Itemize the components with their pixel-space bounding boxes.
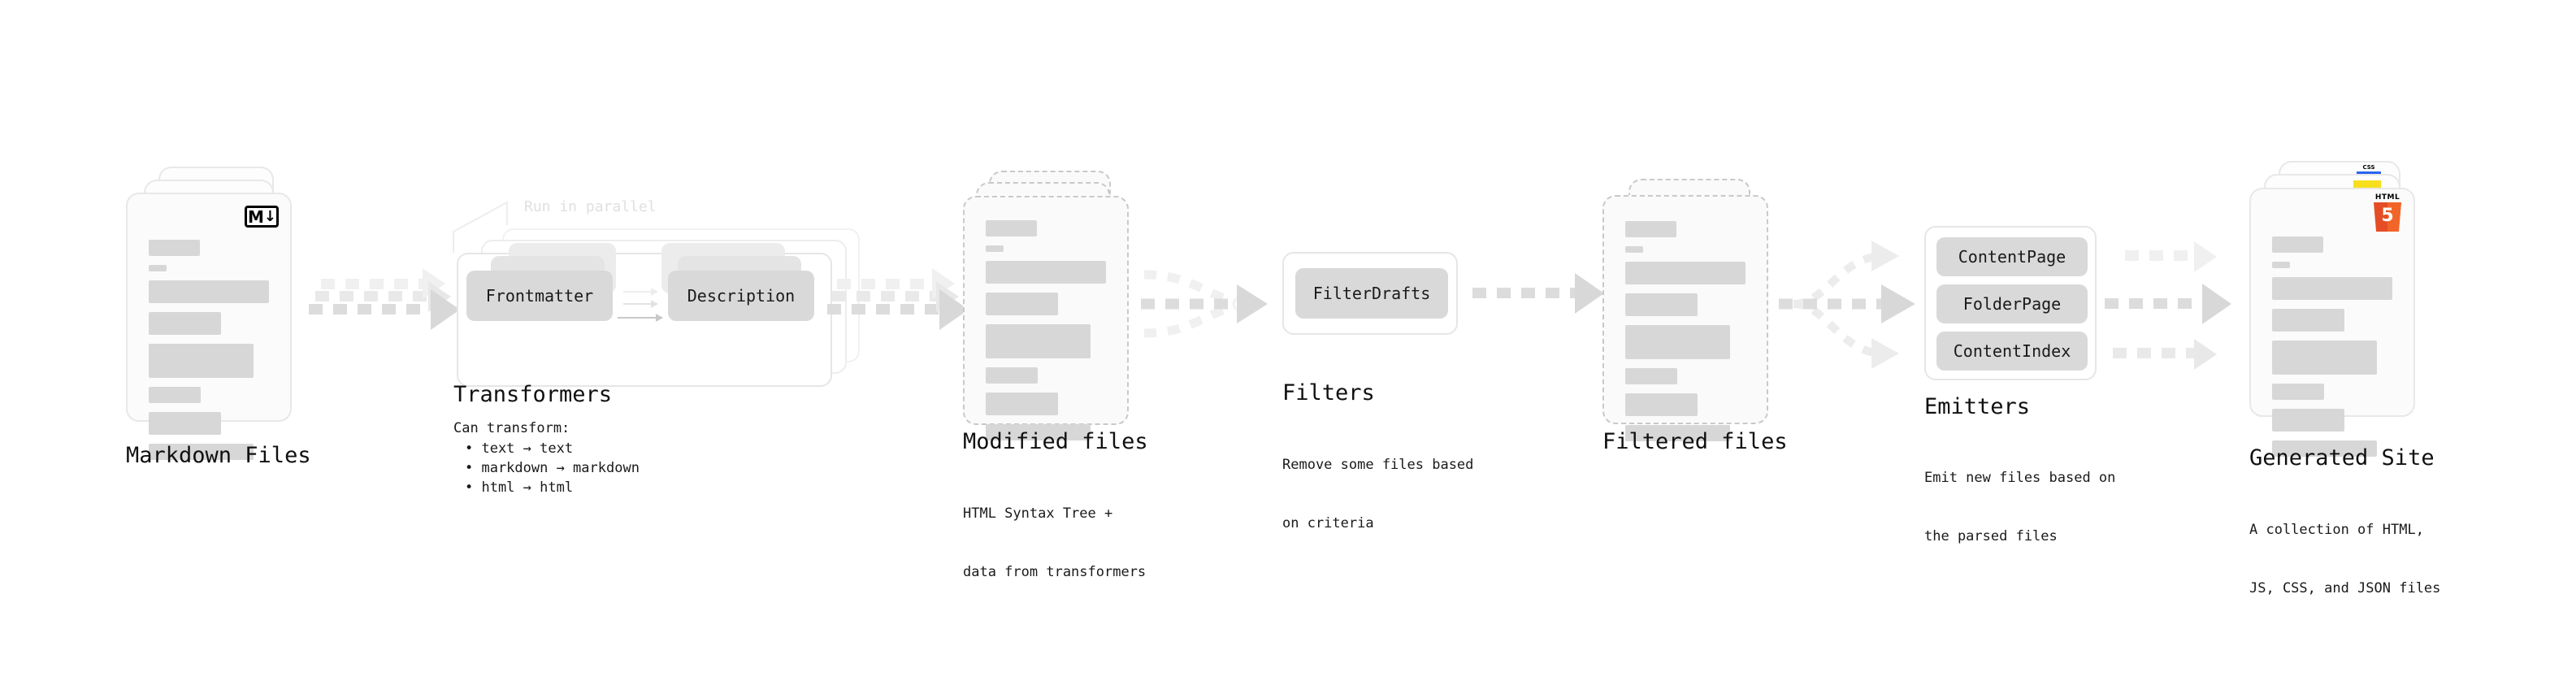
transformers-bullet-0: • text → text [465, 440, 574, 457]
modified-card-lines [986, 220, 1106, 449]
emitter-chip-folderpage-label: FolderPage [1962, 294, 2062, 314]
transformers-bullet-2: • html → html [465, 479, 574, 496]
filters-title: Filters [1282, 380, 1375, 406]
css-icon-bar [2357, 171, 2381, 175]
transformers-caption: Can transform: [453, 420, 570, 436]
markdown-icon-letter: M [248, 206, 264, 227]
modified-files-subtitle-0: HTML Syntax Tree + [963, 505, 1113, 522]
flow-arrow-filtered-to-emitters [1779, 241, 1915, 369]
markdown-files-title: Markdown Files [126, 443, 311, 468]
emitter-chip-contentindex-label: ContentIndex [1953, 341, 2071, 361]
html5-icon: HTML 5 [2372, 194, 2403, 232]
modified-card-front [963, 196, 1129, 440]
flow-arrow-modified-to-filters [1141, 270, 1268, 338]
emitters-subtitle: Emit new files based on the parsed files [1924, 429, 2115, 585]
run-in-parallel-bracket [453, 201, 508, 253]
html5-icon-number: 5 [2381, 205, 2394, 226]
emitter-chip-contentindex[interactable]: ContentIndex [1936, 332, 2088, 371]
filter-chip-filterdrafts[interactable]: FilterDrafts [1295, 268, 1448, 319]
emitters-subtitle-1: the parsed files [1924, 528, 2058, 544]
html5-icon-caption: HTML [2374, 193, 2400, 202]
transformer-chip-description[interactable]: Description [668, 271, 814, 321]
filters-subtitle: Remove some files based on criteria [1282, 416, 1473, 572]
filters-box: FilterDrafts [1282, 252, 1458, 335]
html5-icon-shield: 5 [2374, 202, 2401, 232]
filtered-card-front [1602, 195, 1768, 441]
emitter-chip-contentpage-label: ContentPage [1958, 247, 2066, 267]
css-icon: CSS [2357, 165, 2381, 176]
filters-subtitle-0: Remove some files based [1282, 457, 1474, 473]
generated-card-lines [2272, 236, 2392, 466]
generated-card-front: HTML 5 [2249, 188, 2415, 457]
emitters-subtitle-0: Emit new files based on [1924, 470, 2116, 486]
markdown-icon-arrow: ↓ [263, 207, 276, 225]
emitter-chip-contentpage[interactable]: ContentPage [1936, 237, 2088, 276]
transformer-chip-description-label: Description [687, 286, 796, 306]
transformer-chip-frontmatter[interactable]: Frontmatter [466, 271, 613, 321]
emitters-title: Emitters [1924, 394, 2031, 419]
transformers-box-front: Frontmatter Description [457, 243, 832, 387]
generated-site-subtitle-1: JS, CSS, and JSON files [2249, 580, 2441, 596]
filter-chip-filterdrafts-label: FilterDrafts [1312, 284, 1431, 303]
emitters-box: ContentPage FolderPage ContentIndex [1924, 226, 2097, 380]
filtered-files-title: Filtered files [1602, 429, 1788, 454]
filtered-card-lines [1625, 221, 1746, 450]
transformers-bullet-1: • markdown → markdown [465, 460, 640, 476]
emitter-chip-folderpage[interactable]: FolderPage [1936, 284, 2088, 323]
generated-site-title: Generated Site [2249, 445, 2435, 471]
transformers-bullets: • text → text • markdown → markdown • ht… [465, 439, 640, 497]
transformers-title: Transformers [453, 382, 613, 407]
filters-subtitle-1: on criteria [1282, 515, 1374, 531]
modified-files-title: Modified files [963, 429, 1148, 454]
transformer-chip-frontmatter-label: Frontmatter [485, 286, 594, 306]
markdown-card-front: M↓ [126, 193, 292, 460]
generated-site-subtitle-0: A collection of HTML, [2249, 522, 2424, 538]
modified-files-subtitle-1: data from transformers [963, 564, 1147, 580]
css-icon-label: CSS [2362, 164, 2375, 171]
markdown-card-lines [149, 240, 269, 469]
generated-site-subtitle: A collection of HTML, JS, CSS, and JSON … [2249, 481, 2440, 637]
markdown-icon: M↓ [245, 206, 279, 228]
modified-files-subtitle: HTML Syntax Tree + data from transformer… [963, 465, 1146, 621]
run-in-parallel-label: Run in parallel [524, 198, 657, 215]
